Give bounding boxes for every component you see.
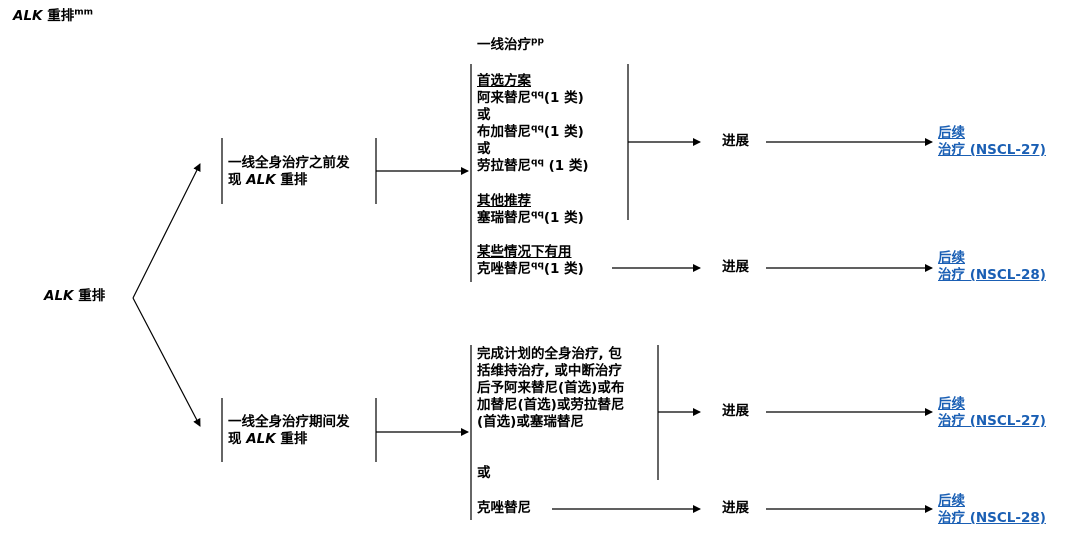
page-title: ALK 重排mm (13, 7, 93, 24)
other-recommended: 其他推荐 塞瑞替尼qq(1 类) (477, 193, 584, 226)
during-crizotinib: 克唑替尼 (477, 500, 531, 516)
subsequent-therapy-link-4[interactable]: 后续治疗 (NSCL-28) (938, 493, 1046, 526)
root-arrow-up (132, 163, 201, 299)
useful-in-certain-cases: 某些情况下有用 克唑替尼qq(1 类) (477, 244, 584, 277)
progression-label-3: 进展 (722, 403, 749, 419)
during-therapy-regimen: 完成计划的全身治疗, 包 括维持治疗, 或中断治疗 后予阿来替尼(首选)或布 加… (477, 346, 625, 430)
subsequent-therapy-link-3[interactable]: 后续治疗 (NSCL-27) (938, 396, 1046, 429)
progression-label-1: 进展 (722, 133, 749, 149)
preferred-regimens: 首选方案 阿来替尼qq(1 类) 或 布加替尼qq(1 类) 或 劳拉替尼qq … (477, 73, 589, 174)
during-or-label: 或 (477, 465, 491, 481)
subsequent-therapy-link-1[interactable]: 后续治疗 (NSCL-27) (938, 125, 1046, 158)
root-arrow-down (132, 297, 201, 427)
branch1-node: 一线全身治疗之前发 现 ALK 重排 (228, 155, 350, 188)
root-node: ALK 重排 (44, 288, 106, 304)
progression-label-4: 进展 (722, 500, 749, 516)
subsequent-therapy-link-2[interactable]: 后续治疗 (NSCL-28) (938, 250, 1046, 283)
branch2-node: 一线全身治疗期间发 现 ALK 重排 (228, 414, 350, 447)
progression-label-2: 进展 (722, 259, 749, 275)
first-line-header: 一线治疗pp (477, 36, 544, 53)
